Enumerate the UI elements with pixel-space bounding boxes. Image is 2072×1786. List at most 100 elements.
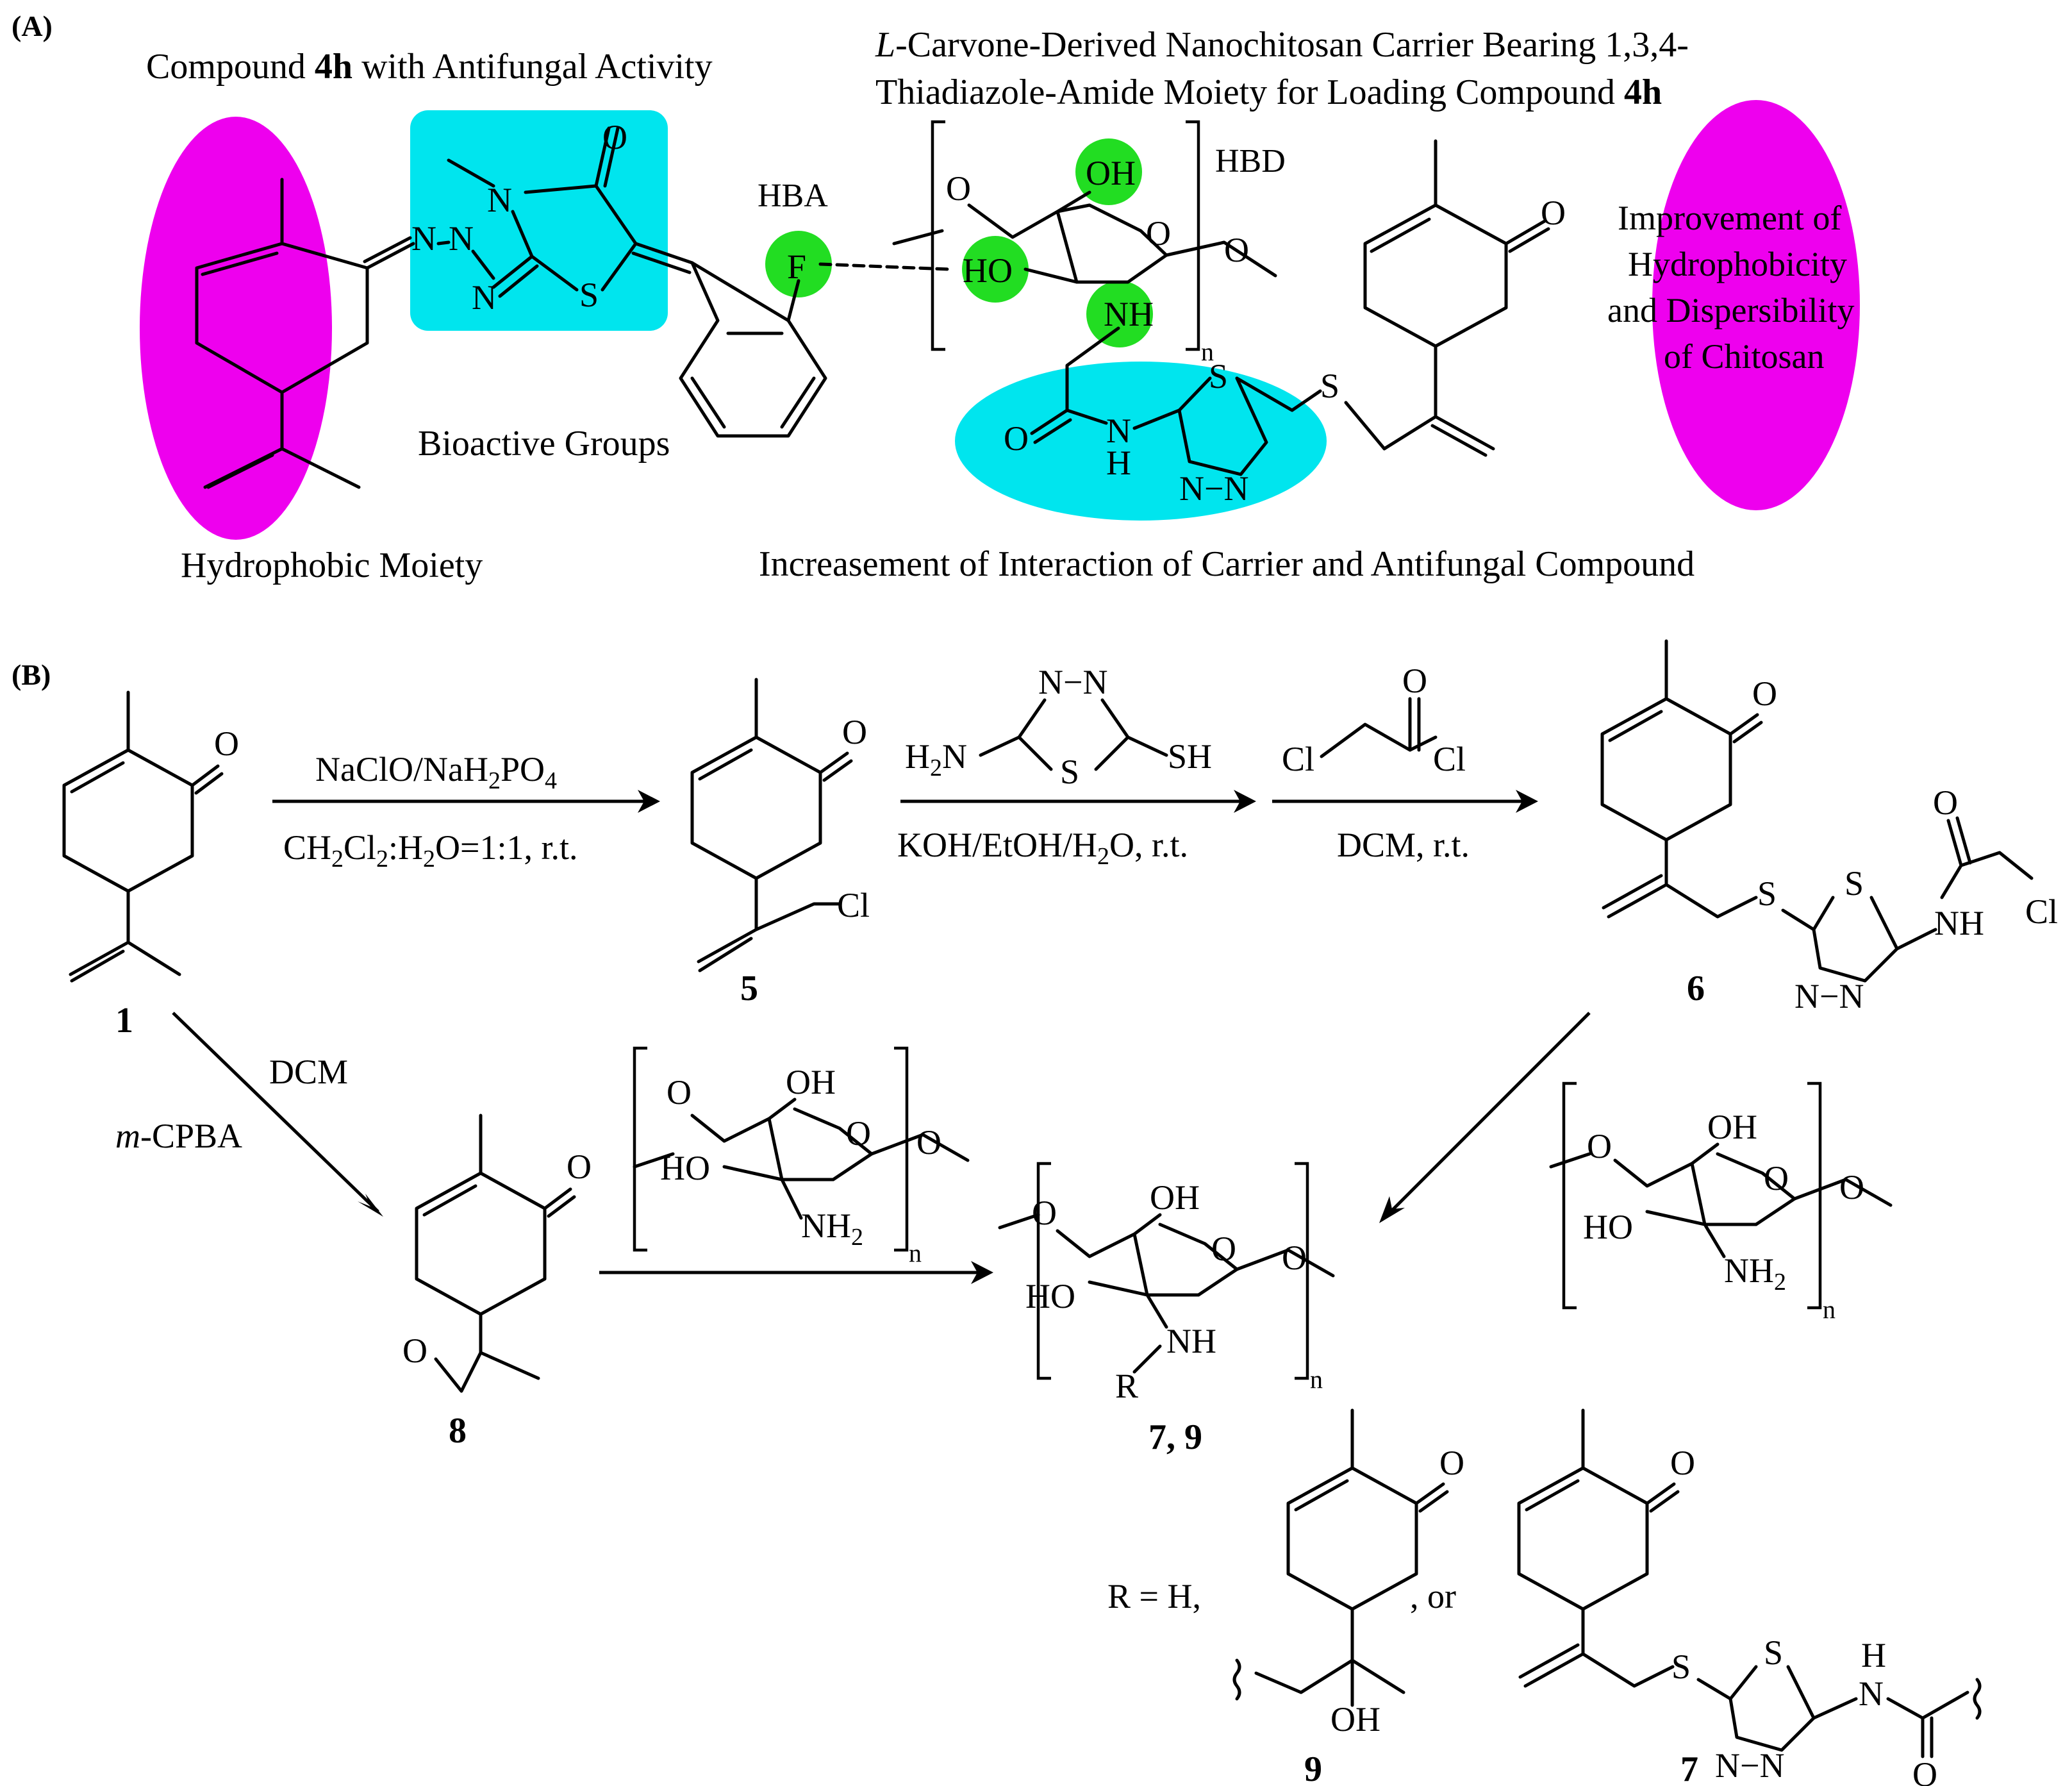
atom-s1: S <box>579 276 599 314</box>
panel-b-label: (B) <box>12 658 51 691</box>
bioactive-highlight <box>410 110 668 331</box>
atom-nh-6: NH <box>1934 904 1984 942</box>
atom-o-right-ring: O <box>1764 1159 1789 1198</box>
label-compound-1: 1 <box>115 1001 133 1040</box>
hydrophobic-highlight-right <box>1652 100 1860 510</box>
compound-1: O 1 <box>62 690 239 1040</box>
atom-nh2-mid: NH2 <box>801 1206 863 1251</box>
improvement-line2: Hydrophobicity <box>1628 245 1847 283</box>
aminothiadiazole-reagent: N−N S H2N SH <box>905 663 1212 791</box>
atom-s-thioether: S <box>1320 367 1339 405</box>
atom-ho-prod: HO <box>1025 1277 1075 1315</box>
atom-r-prod: R <box>1115 1367 1138 1405</box>
atom-o1: O <box>602 118 627 156</box>
atom-nn-6: N−N <box>1794 977 1864 1015</box>
product-chitosan: n O O OH HO O NH R 7, 9 <box>998 1162 1335 1457</box>
label-compound-9: 9 <box>1304 1749 1322 1786</box>
improvement-line3: and Dispersibility <box>1607 291 1854 330</box>
label-compound-8: 8 <box>449 1411 467 1451</box>
atom-oh: OH <box>1086 154 1136 192</box>
atom-o-ring: O <box>1146 214 1171 253</box>
oh-highlight <box>1075 138 1142 205</box>
atom-o-amide-6: O <box>1933 783 1958 822</box>
atom-o-r7: O <box>1670 1444 1695 1482</box>
compound-6: O S S N−N NH O Cl 6 <box>1600 639 2058 1015</box>
atom-o-prod-ring: O <box>1211 1230 1236 1268</box>
epox-bottom: m-CPBA <box>115 1117 242 1155</box>
atom-nn-reagent: N−N <box>1038 663 1107 701</box>
atom-oh-right: OH <box>1707 1108 1757 1146</box>
atom-o-link: O <box>1224 231 1249 269</box>
nh-highlight <box>1086 281 1153 347</box>
bioactive-groups-label: Bioactive Groups <box>418 424 670 463</box>
carvone-ring-right: O <box>1363 139 1566 419</box>
atom-ho-right: HO <box>1583 1208 1633 1246</box>
atom-nn-r7: N−N <box>1715 1746 1784 1785</box>
improvement-line1: Improvement of <box>1618 199 1841 237</box>
atom-n3: N <box>472 278 497 317</box>
hydrophobic-moiety-label: Hydrophobic Moiety <box>181 546 483 585</box>
atom-h2n-reagent: H2N <box>905 737 967 781</box>
chitosan-unit-a: n O O OH HO O NH HBD <box>892 120 1286 366</box>
r-group-7: O S S N−N H N O 7 <box>1517 1408 1982 1786</box>
ho-highlight <box>962 236 1029 303</box>
compound-8: O O 8 <box>402 1114 592 1451</box>
atom-s-thiadiazole: S <box>1209 357 1228 396</box>
atom-s1-r7: S <box>1671 1648 1691 1686</box>
atom-n-r7: N <box>1859 1674 1884 1713</box>
atom-oh-prod: OH <box>1150 1178 1200 1217</box>
atom-s1-6: S <box>1757 874 1777 913</box>
arrow-from-6 <box>1383 1012 1591 1219</box>
atom-o-ketone-right: O <box>1541 194 1566 232</box>
atom-o-amide: O <box>1004 419 1029 458</box>
atom-ho-mid: HO <box>660 1149 710 1187</box>
carvone-ring-4h <box>195 178 415 489</box>
atom-cl-6: Cl <box>2025 892 2058 931</box>
chitosan-unit-right: n O O OH HO O NH2 <box>1549 1081 1893 1324</box>
panel-b: (B) O 1 NaClO/NaH2PO4 CH2Cl2:H2O=1:1, r.… <box>12 639 2058 1786</box>
atom-o-mid-glyc: O <box>667 1073 692 1112</box>
n-subscript-right: n <box>1823 1295 1836 1324</box>
compound-5: O Cl 5 <box>690 678 870 1008</box>
atom-o-1: O <box>214 724 239 763</box>
chloroacetyl-chloride-reagent: Cl O Cl <box>1282 662 1466 778</box>
panel-a-label: (A) <box>12 10 53 42</box>
atom-oh-r9: OH <box>1330 1700 1380 1739</box>
atom-o-glyc: O <box>946 169 971 208</box>
atom-ho: HO <box>963 251 1013 290</box>
atom-nh-prod: NH <box>1166 1322 1216 1360</box>
atom-cl-a: Cl <box>1282 740 1314 778</box>
label-compound-7-9: 7, 9 <box>1148 1417 1202 1457</box>
hydrogen-bond <box>818 262 950 271</box>
atom-sh-reagent: SH <box>1168 737 1212 776</box>
compound-4h-title: Compound 4h with Antifungal Activity <box>146 47 713 87</box>
atom-n2: N <box>449 219 474 258</box>
step3-bottom: DCM, r.t. <box>1337 826 1470 864</box>
atom-nh-amide: N <box>1106 412 1131 450</box>
arrow-epoxidation <box>172 1012 379 1213</box>
atom-f: F <box>787 247 806 286</box>
r-definition: R = H, <box>1107 1577 1201 1615</box>
hba-label: HBA <box>758 178 828 214</box>
chitosan-unit-middle: n O O OH HO O NH2 <box>633 1046 970 1267</box>
epox-top: DCM <box>269 1053 348 1091</box>
carrier-title-line1: L-Carvone-Derived Nanochitosan Carrier B… <box>875 25 1689 65</box>
atom-h-amide: H <box>1106 444 1131 482</box>
atom-o-right-link: O <box>1839 1168 1864 1206</box>
n-subscript-product: n <box>1310 1365 1323 1394</box>
label-compound-7: 7 <box>1680 1749 1698 1786</box>
atom-nh2-right: NH2 <box>1724 1251 1786 1296</box>
step2-bottom: KOH/EtOH/H2O, r.t. <box>897 826 1188 870</box>
atom-h-r7: H <box>1861 1636 1886 1674</box>
atom-o-right-glyc: O <box>1587 1127 1612 1165</box>
atom-o-mid-ring: O <box>846 1114 871 1153</box>
arrowhead-to-product <box>971 1261 993 1284</box>
atom-o-mid-link: O <box>916 1123 941 1162</box>
arrowhead-epoxidation <box>358 1194 383 1217</box>
atom-s2-6: S <box>1844 864 1864 903</box>
atom-n-methyl: N <box>487 181 512 219</box>
hbd-label: HBD <box>1215 143 1286 179</box>
hydrophobic-highlight-left <box>140 117 332 540</box>
atom-o-r9: O <box>1439 1444 1464 1482</box>
